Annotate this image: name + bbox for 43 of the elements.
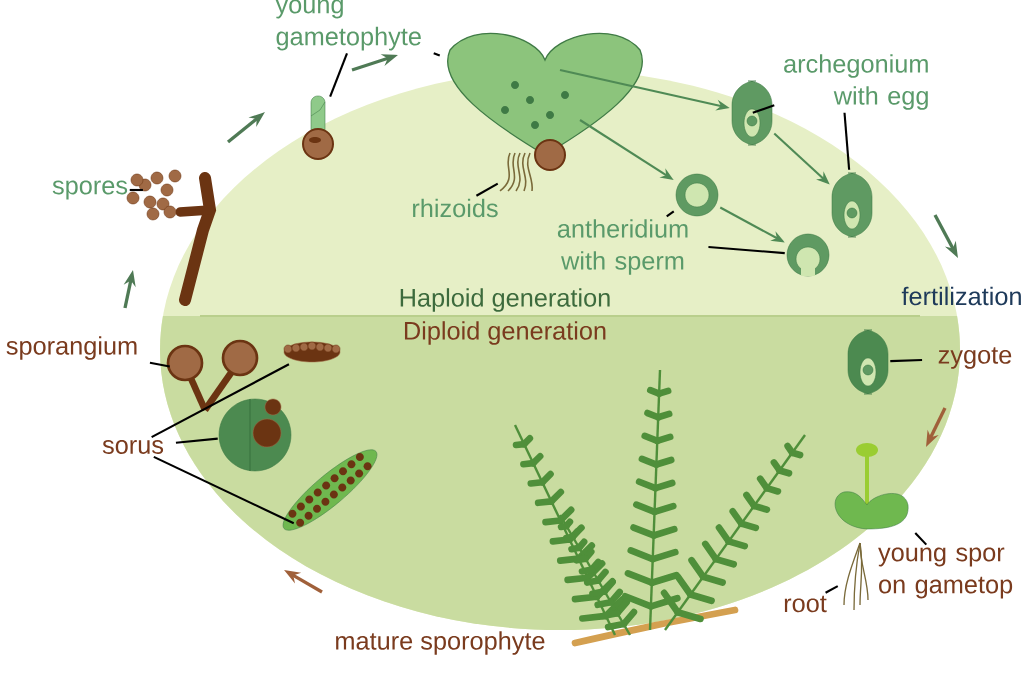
- zygote-drawing: [847, 329, 889, 395]
- sorus-drawing: [283, 341, 341, 363]
- pinna-drawing: [282, 449, 378, 531]
- part-label: antheridium with sperm: [557, 219, 688, 275]
- rhizoids-drawing: [499, 152, 534, 192]
- part-label: sporangium: [6, 336, 137, 360]
- young-gametophyte-drawing: [302, 95, 334, 160]
- gametophyte-drawing: [447, 32, 643, 171]
- part-label: sorus: [102, 440, 164, 454]
- part-label: rhizoids: [413, 198, 498, 218]
- part-label: young spor on gametop: [878, 547, 1013, 599]
- leader-line: [153, 455, 295, 525]
- leader-line: [329, 53, 348, 98]
- antheridium-drawing: [675, 173, 719, 217]
- leader-line: [890, 358, 923, 363]
- sporangium-drawing: [166, 339, 259, 412]
- young-sporophyte-drawing: [834, 443, 909, 530]
- root-drawing: [843, 542, 869, 611]
- leader-line: [175, 437, 218, 444]
- part-label: archegonium with egg: [784, 54, 928, 110]
- leader-line: [151, 363, 290, 439]
- stage-label: Diploid generation: [404, 321, 606, 345]
- part-label: root: [784, 595, 827, 613]
- leader-line: [825, 585, 839, 594]
- leaf-drawing: [218, 398, 292, 472]
- spores-drawing: [126, 169, 217, 306]
- part-label: young gametophyte: [275, 0, 421, 51]
- antheridium-drawing: [786, 233, 830, 277]
- leader-line: [149, 361, 170, 368]
- part-label: zygote: [938, 347, 1012, 369]
- stage-label: mature sporophyte: [336, 631, 545, 655]
- stage-label: Haploid generation: [400, 288, 610, 312]
- leader-line: [666, 210, 675, 218]
- leader-line: [129, 188, 143, 192]
- leader-line: [475, 182, 499, 197]
- leader-line: [914, 532, 928, 546]
- leader-line: [708, 245, 785, 255]
- part-label: spores: [52, 180, 128, 200]
- leader-line: [433, 52, 441, 57]
- stage-label: fertilization: [901, 286, 1021, 306]
- archegonium-drawing: [731, 80, 773, 146]
- leader-line: [752, 104, 775, 114]
- archegonium-drawing: [831, 172, 873, 238]
